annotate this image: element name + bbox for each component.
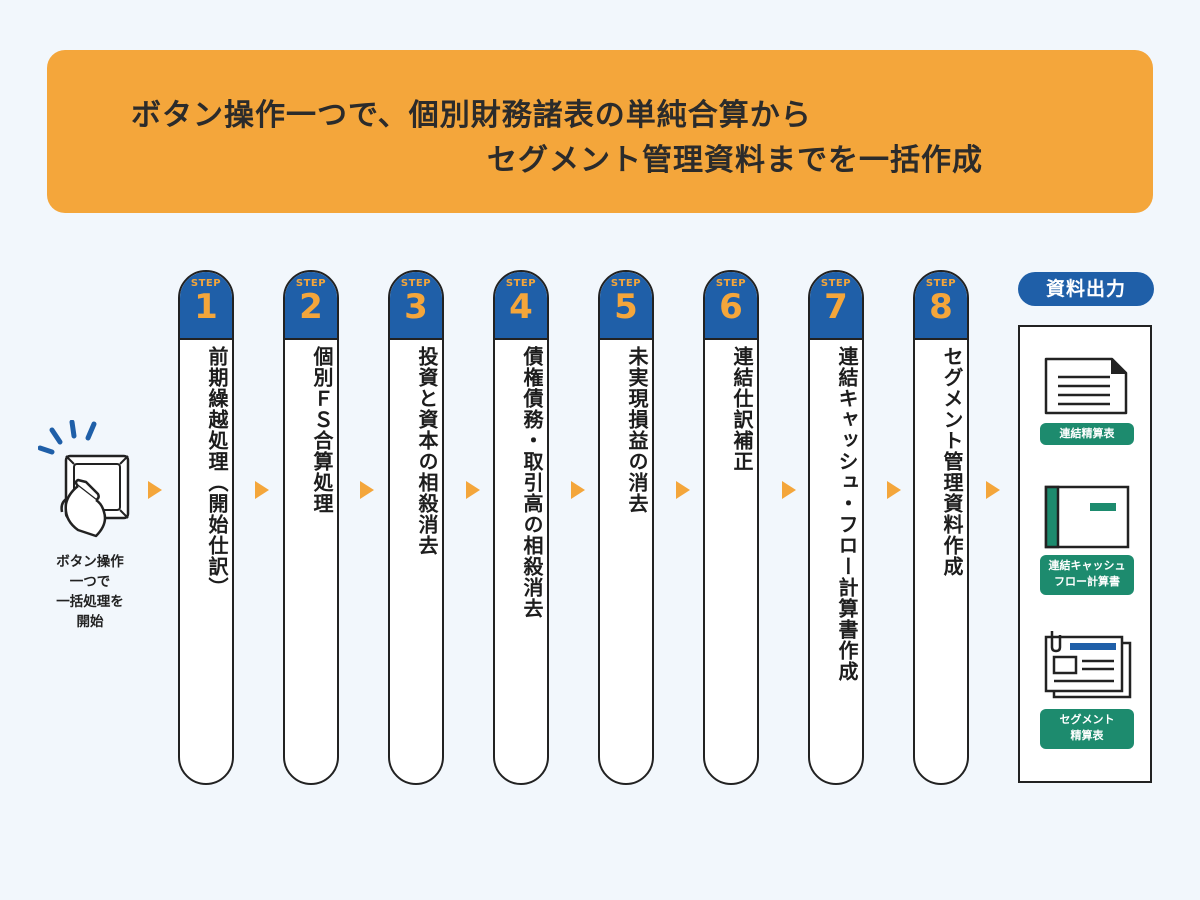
step-number: 4 xyxy=(509,287,533,327)
step-description: 未実現損益の消去 xyxy=(625,346,649,514)
output-label-line1: セグメント xyxy=(1059,713,1115,726)
start-caption-line1: ボタン操作 xyxy=(56,554,124,570)
step-1: STEP 1 前期繰越処理（開始仕訳） xyxy=(178,270,234,785)
arrow-right-icon xyxy=(986,481,1000,499)
step-number: 5 xyxy=(614,287,638,327)
step-7: STEP 7 連結キャッシュ・フロー計算書作成 xyxy=(808,270,864,785)
step-number: 6 xyxy=(719,287,743,327)
arrow-right-icon xyxy=(148,481,162,499)
step-5: STEP 5 未実現損益の消去 xyxy=(598,270,654,785)
arrow-right-icon xyxy=(782,481,796,499)
step-number: 2 xyxy=(299,287,323,327)
start-button-graphic: ボタン操作 一つで 一括処理を 開始 xyxy=(30,420,150,640)
arrow-right-icon xyxy=(676,481,690,499)
output-label-cashflow-statement: 連結キャッシュ フロー計算書 xyxy=(1040,555,1134,595)
arrow-right-icon xyxy=(360,481,374,499)
step-description: セグメント管理資料作成 xyxy=(940,346,964,577)
start-caption-line4: 開始 xyxy=(76,614,104,630)
step-header: STEP 3 xyxy=(390,272,442,340)
output-title: 資料出力 xyxy=(1018,272,1154,306)
output-label-line2: 精算表 xyxy=(1070,729,1104,742)
step-label: STEP xyxy=(400,278,432,289)
step-description: 連結キャッシュ・フロー計算書作成 xyxy=(835,346,859,682)
step-3: STEP 3 投資と資本の相殺消去 xyxy=(388,270,444,785)
step-label: STEP xyxy=(505,278,537,289)
step-header: STEP 4 xyxy=(495,272,547,340)
arrow-right-icon xyxy=(887,481,901,499)
start-caption-line2: 一つで xyxy=(69,574,111,590)
step-header: STEP 7 xyxy=(810,272,862,340)
banner-title-line1: ボタン操作一つで、個別財務諸表の単純合算から xyxy=(131,98,812,133)
step-header: STEP 1 xyxy=(180,272,232,340)
book-icon xyxy=(1044,485,1130,549)
step-8: STEP 8 セグメント管理資料作成 xyxy=(913,270,969,785)
step-number: 3 xyxy=(404,287,428,327)
step-label: STEP xyxy=(820,278,852,289)
output-label-line2: フロー計算書 xyxy=(1054,575,1120,588)
output-label-consolidated-worksheet: 連結精算表 xyxy=(1040,423,1134,445)
step-description: 債権債務・取引高の相殺消去 xyxy=(520,346,544,619)
output-label-segment-worksheet: セグメント 精算表 xyxy=(1040,709,1134,749)
step-4: STEP 4 債権債務・取引高の相殺消去 xyxy=(493,270,549,785)
clipped-papers-icon xyxy=(1044,631,1132,699)
arrow-right-icon xyxy=(255,481,269,499)
step-2: STEP 2 個別ＦＳ合算処理 xyxy=(283,270,339,785)
step-label: STEP xyxy=(925,278,957,289)
step-header: STEP 8 xyxy=(915,272,967,340)
step-label: STEP xyxy=(610,278,642,289)
step-number: 1 xyxy=(194,287,218,327)
step-description: 個別ＦＳ合算処理 xyxy=(310,346,334,514)
output-panel: 連結精算表 連結キャッシュ フロー計算書 セグメント 精算表 xyxy=(1018,325,1152,783)
step-header: STEP 5 xyxy=(600,272,652,340)
output-label-line1: 連結精算表 xyxy=(1059,427,1115,440)
step-description: 前期繰越処理（開始仕訳） xyxy=(205,346,229,598)
banner-title-line2: セグメント管理資料までを一括作成 xyxy=(487,143,983,178)
arrow-right-icon xyxy=(571,481,585,499)
arrow-right-icon xyxy=(466,481,480,499)
step-label: STEP xyxy=(715,278,747,289)
output-label-line1: 連結キャッシュ xyxy=(1048,559,1126,572)
step-description: 連結仕訳補正 xyxy=(730,346,754,472)
step-number: 7 xyxy=(824,287,848,327)
step-label: STEP xyxy=(190,278,222,289)
hand-press-button-icon xyxy=(38,420,130,538)
header-banner: ボタン操作一つで、個別財務諸表の単純合算から セグメント管理資料までを一括作成 xyxy=(47,50,1153,213)
start-caption: ボタン操作 一つで 一括処理を 開始 xyxy=(30,552,150,632)
step-description: 投資と資本の相殺消去 xyxy=(415,346,439,556)
step-header: STEP 2 xyxy=(285,272,337,340)
step-number: 8 xyxy=(929,287,953,327)
start-caption-line3: 一括処理を xyxy=(56,594,124,610)
step-header: STEP 6 xyxy=(705,272,757,340)
document-icon xyxy=(1044,357,1128,415)
step-6: STEP 6 連結仕訳補正 xyxy=(703,270,759,785)
step-label: STEP xyxy=(295,278,327,289)
